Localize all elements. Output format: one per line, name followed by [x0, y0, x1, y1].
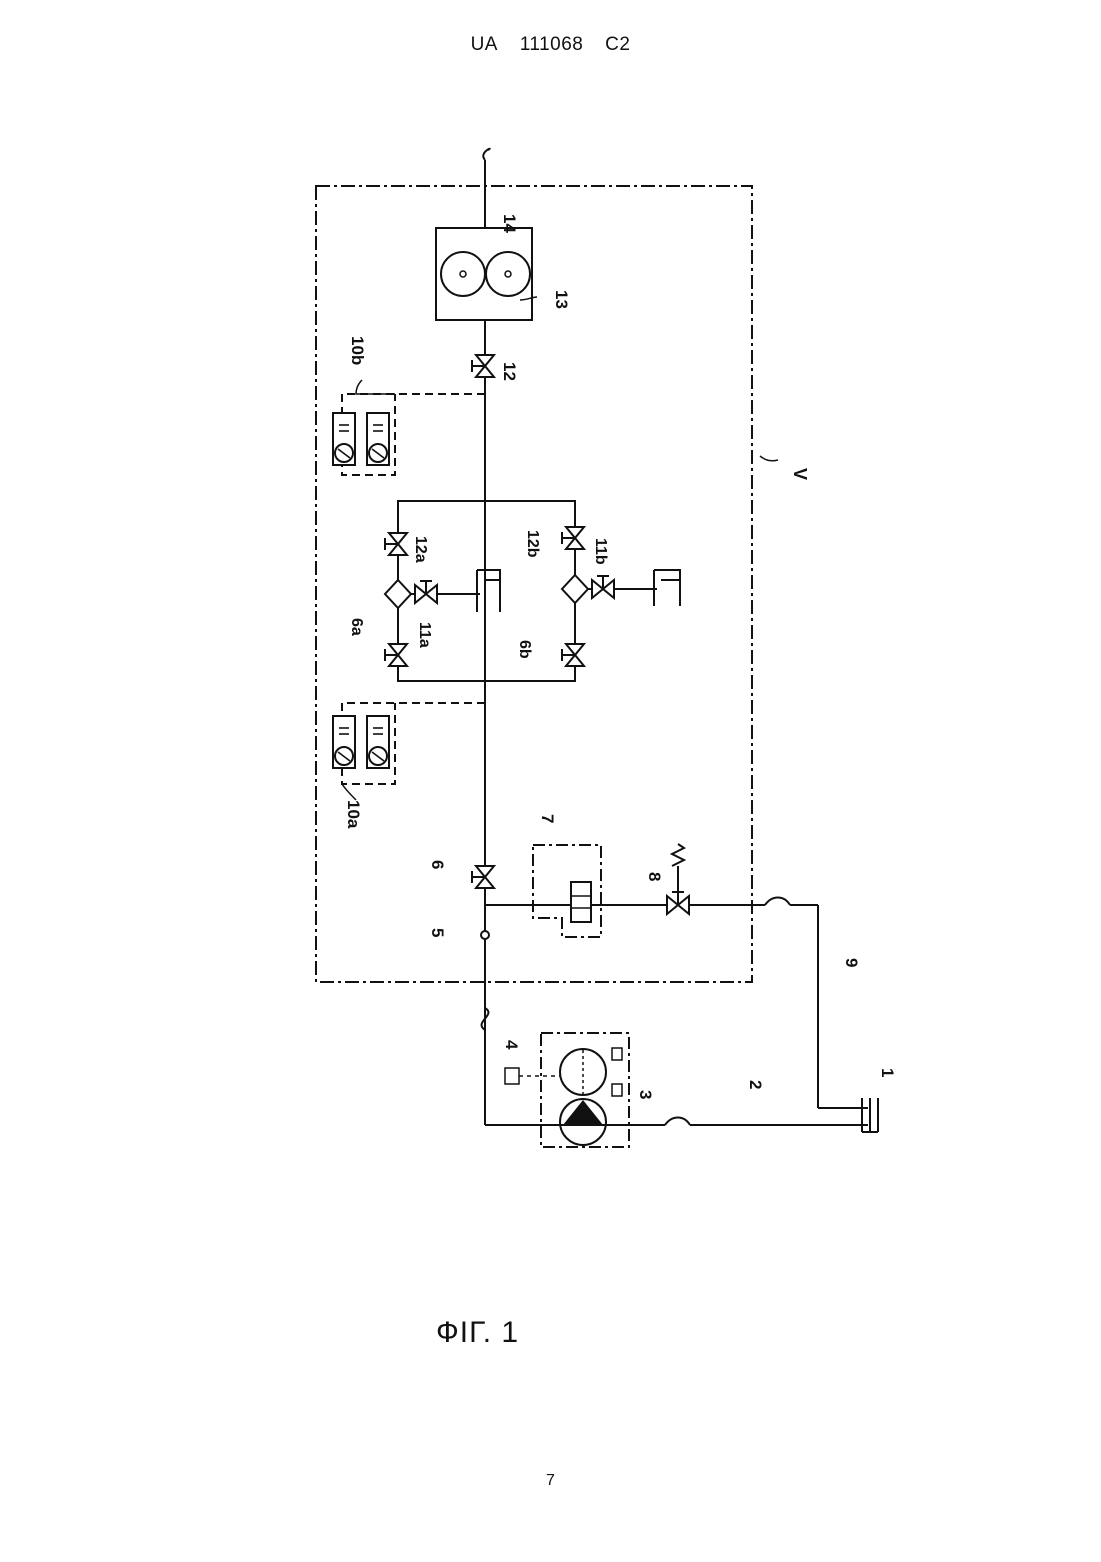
gauge-group-10b	[342, 394, 485, 475]
label-8: 8	[645, 872, 664, 881]
relief-valve-8	[667, 892, 689, 914]
label-4: 4	[502, 1040, 521, 1050]
label-6a: 6a	[348, 618, 365, 636]
filter-b	[562, 575, 588, 603]
label-12: 12	[500, 362, 519, 381]
valve-11b	[592, 576, 614, 598]
gauge-10a-2	[367, 716, 389, 768]
top-connector	[483, 149, 489, 160]
valve-6	[472, 866, 494, 888]
gauge-10b-1	[333, 413, 355, 465]
tank-a	[477, 570, 500, 612]
label-3: 3	[636, 1090, 655, 1099]
page-number: 7	[0, 1472, 1101, 1490]
label-14: 14	[500, 214, 519, 233]
label-12b: 12b	[524, 530, 541, 558]
valve-6b	[562, 644, 584, 666]
figure-caption: ФІГ. 1	[436, 1316, 519, 1350]
label-7: 7	[538, 814, 557, 823]
valve-12b	[562, 527, 584, 549]
gauge-group-10a	[342, 703, 485, 784]
valve-12a	[385, 533, 407, 555]
tank-b	[654, 570, 680, 606]
label-12a: 12a	[412, 536, 429, 563]
roller-right	[486, 252, 530, 296]
gauge-10a-1	[333, 716, 355, 768]
label-6: 6	[428, 860, 447, 869]
roller-left	[441, 252, 485, 296]
valve-12	[472, 355, 494, 377]
label-11a: 11a	[416, 622, 433, 648]
tank-1	[862, 1098, 878, 1132]
label-13: 13	[552, 290, 571, 309]
label-5: 5	[428, 928, 447, 937]
valve-11a	[415, 581, 437, 603]
label-1: 1	[878, 1068, 897, 1077]
crossover	[765, 898, 790, 906]
parallel-branch	[398, 501, 575, 681]
label-2: 2	[746, 1080, 765, 1089]
label-10a: 10a	[344, 800, 363, 829]
label-6b: 6b	[516, 640, 533, 659]
label-V: V	[790, 468, 810, 480]
label-10b: 10b	[348, 336, 367, 365]
label-11b: 11b	[592, 538, 609, 565]
coupling-5	[481, 931, 489, 939]
gauge-10b-2	[367, 413, 389, 465]
filter-a	[385, 580, 411, 608]
label-9: 9	[842, 958, 861, 967]
valve-6a	[385, 644, 407, 666]
